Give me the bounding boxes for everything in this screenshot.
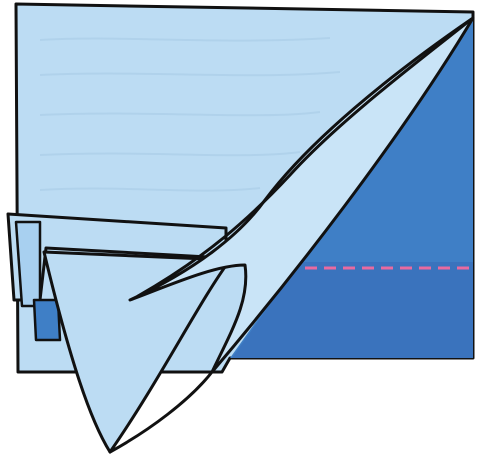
diagonal-folded-flap <box>128 16 475 374</box>
left-dark-sliver <box>32 298 62 342</box>
left-folded-tab-back <box>6 212 228 302</box>
hanging-flap-tip <box>108 370 214 454</box>
flap-inner-curve <box>136 16 475 298</box>
dark-underside-lower <box>232 262 473 358</box>
